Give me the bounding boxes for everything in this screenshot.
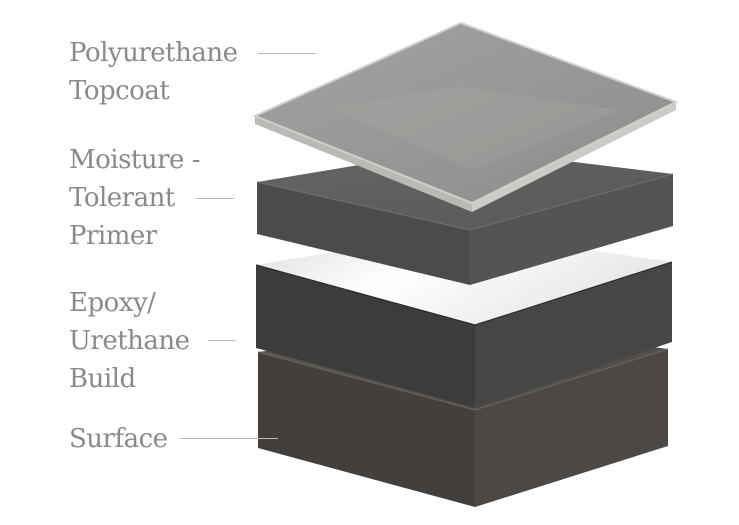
- topcoat-highlight: [330, 86, 620, 170]
- label-primer-line-2: Tolerant: [69, 183, 175, 213]
- leader-topcoat: [258, 53, 316, 54]
- primer-edge-line: [256, 173, 674, 231]
- layer-topcoat: [252, 21, 679, 212]
- topcoat-left-face: [255, 116, 472, 212]
- label-surface-line-1: Surface: [69, 424, 168, 454]
- build-edge-line: [255, 261, 673, 326]
- surface-edge-line: [257, 348, 669, 411]
- topcoat-right-face: [472, 102, 676, 212]
- label-build-line-2: Urethane: [69, 326, 190, 356]
- surface-right-face: [475, 349, 668, 507]
- label-primer-line-1: Moisture -: [69, 145, 201, 175]
- leader-build: [208, 340, 236, 341]
- build-right-face: [475, 262, 672, 408]
- build-left-face: [256, 265, 475, 408]
- label-topcoat-line-1: Polyurethane: [69, 38, 238, 68]
- label-build-line-3: Build: [69, 364, 136, 394]
- label-build-line-1: Epoxy/: [69, 288, 156, 318]
- surface-left-face: [258, 352, 475, 507]
- leader-surface: [180, 438, 278, 439]
- primer-left-face: [257, 182, 470, 285]
- label-primer-line-3: Primer: [69, 221, 157, 251]
- label-topcoat: Polyurethane Topcoat: [69, 34, 238, 110]
- leader-primer: [196, 198, 234, 199]
- label-primer: Moisture - Tolerant Primer: [69, 141, 201, 255]
- label-surface: Surface: [69, 420, 168, 458]
- topcoat-top-face: [252, 21, 679, 205]
- label-build: Epoxy/ Urethane Build: [69, 284, 190, 398]
- primer-right-face: [470, 174, 673, 285]
- label-topcoat-line-2: Topcoat: [69, 76, 170, 106]
